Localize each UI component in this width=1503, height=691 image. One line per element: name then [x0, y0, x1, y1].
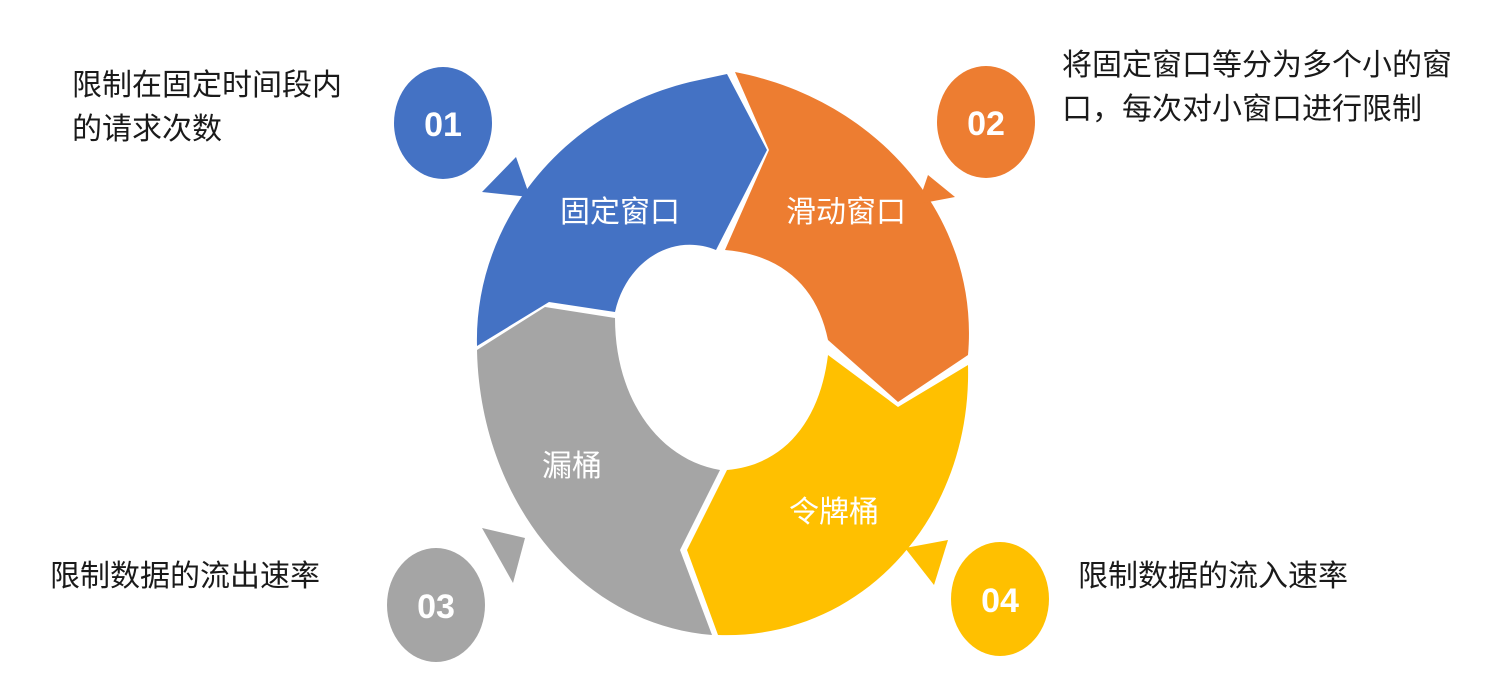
badge-02-circle: [937, 66, 1035, 178]
badge-03-pointer: [482, 528, 525, 583]
badge-01: 01: [394, 67, 530, 197]
description-token-bucket: 限制数据的流入速率: [1078, 559, 1348, 594]
badge-02-number: 02: [967, 105, 1005, 143]
segment-label-sliding-window: 滑动窗口: [786, 195, 906, 230]
description-fixed-window: 限制在固定时间段内 的请求次数: [72, 68, 342, 147]
badge-01-number: 01: [424, 106, 462, 144]
badge-03-circle: [387, 548, 485, 662]
description-sliding-window: 将固定窗口等分为多个小的窗 口，每次对小窗口进行限制: [1062, 48, 1452, 127]
badge-04-number: 04: [981, 582, 1019, 620]
segment-fixed-window: [476, 74, 767, 346]
description-leaky-bucket: 限制数据的流出速率: [50, 559, 320, 594]
segment-label-fixed-window: 固定窗口: [560, 195, 680, 230]
badge-02: 02: [918, 66, 1035, 204]
segment-label-leaky-bucket: 漏桶: [542, 449, 602, 484]
segment-sliding-window: [725, 72, 969, 402]
segment-token-bucket: [687, 355, 969, 636]
badge-01-circle: [394, 67, 492, 179]
badge-04-pointer: [905, 540, 948, 585]
badge-03: 03: [387, 528, 525, 662]
badge-04-circle: [951, 542, 1049, 656]
segment-label-token-bucket: 令牌桶: [789, 495, 879, 530]
badge-04: 04: [905, 540, 1049, 656]
badge-01-pointer: [482, 157, 530, 197]
segment-leaky-bucket: [477, 307, 720, 635]
badge-03-number: 03: [417, 588, 455, 626]
badge-02-pointer: [918, 175, 955, 204]
